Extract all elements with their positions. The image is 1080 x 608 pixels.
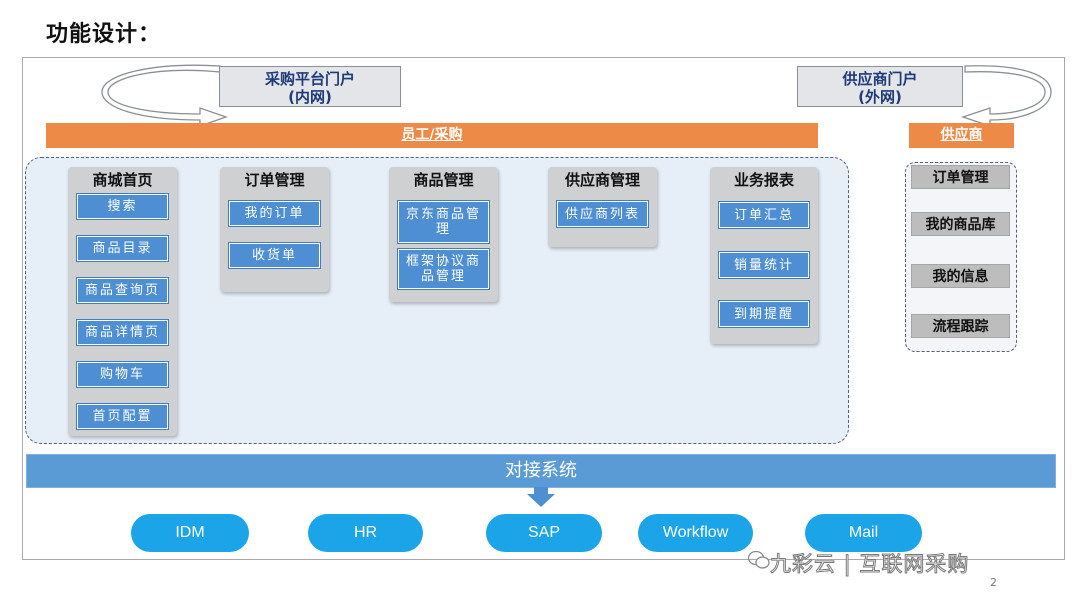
- employee-role-bar: 员工/采购: [46, 123, 818, 148]
- cycle-arrow-left-icon: [101, 64, 228, 126]
- module-item-catalog: 商品目录: [76, 235, 169, 262]
- module-item-receipt: 收货单: [228, 242, 321, 269]
- supplier-role-bar: 供应商: [909, 123, 1014, 148]
- module-product-management: 商品管理 京东商品管理 框架协议商品管理: [389, 167, 498, 302]
- supplier-item-orders: 订单管理: [911, 165, 1010, 189]
- purchase-portal-note: (内网): [288, 88, 332, 106]
- module-item-product-detail: 商品详情页: [76, 319, 169, 346]
- module-item-product-query: 商品查询页: [76, 277, 169, 304]
- module-item-home-config: 首页配置: [76, 403, 169, 430]
- module-item-jd-products: 京东商品管理: [397, 200, 490, 244]
- page-title: 功能设计：: [46, 22, 162, 47]
- purchase-portal: 采购平台门户 (内网): [219, 66, 401, 107]
- module-business-reports: 业务报表 订单汇总 销量统计 到期提醒: [710, 167, 818, 344]
- page-number: 2: [990, 576, 997, 589]
- module-mall-home: 商城首页 搜索 商品目录 商品查询页 商品详情页 购物车 首页配置: [68, 167, 177, 436]
- watermark: 九彩云 | 互联网采购: [769, 552, 970, 577]
- supplier-portal-name: 供应商门户: [842, 70, 918, 88]
- system-pill-workflow: Workflow: [638, 514, 753, 552]
- system-pill-mail: Mail: [805, 514, 922, 552]
- module-title: 业务报表: [733, 171, 794, 189]
- supplier-item-product-library: 我的商品库: [911, 212, 1010, 236]
- purchase-portal-name: 采购平台门户: [264, 70, 355, 88]
- module-item-search: 搜索: [76, 193, 169, 220]
- module-item-my-orders: 我的订单: [228, 200, 321, 227]
- wechat-icon: [748, 550, 770, 569]
- system-pill-sap: SAP: [486, 514, 602, 552]
- module-supplier-management: 供应商管理 供应商列表: [548, 167, 657, 247]
- module-title: 订单管理: [244, 171, 305, 189]
- module-title: 供应商管理: [564, 171, 640, 189]
- module-item-sales-stats: 销量统计: [718, 251, 810, 279]
- module-order-management: 订单管理 我的订单 收货单: [220, 167, 329, 292]
- integration-bar: 对接系统: [26, 454, 1056, 488]
- module-item-expiry-reminder: 到期提醒: [718, 300, 810, 328]
- cycle-arrow-right-icon: [960, 65, 1052, 126]
- arrow-down-icon: [527, 487, 555, 507]
- module-title: 商品管理: [413, 171, 474, 189]
- module-item-cart: 购物车: [76, 361, 169, 388]
- supplier-item-process-tracking: 流程跟踪: [911, 314, 1010, 338]
- module-item-order-summary: 订单汇总: [718, 201, 810, 229]
- supplier-item-my-info: 我的信息: [911, 264, 1010, 288]
- module-item-supplier-list: 供应商列表: [556, 200, 649, 228]
- system-pill-idm: IDM: [131, 514, 249, 552]
- supplier-portal: 供应商门户 (外网): [797, 66, 963, 107]
- module-item-framework-products: 框架协议商品管理: [397, 248, 490, 290]
- supplier-portal-note: (外网): [858, 88, 902, 106]
- system-pill-hr: HR: [308, 514, 423, 552]
- module-title: 商城首页: [92, 171, 153, 189]
